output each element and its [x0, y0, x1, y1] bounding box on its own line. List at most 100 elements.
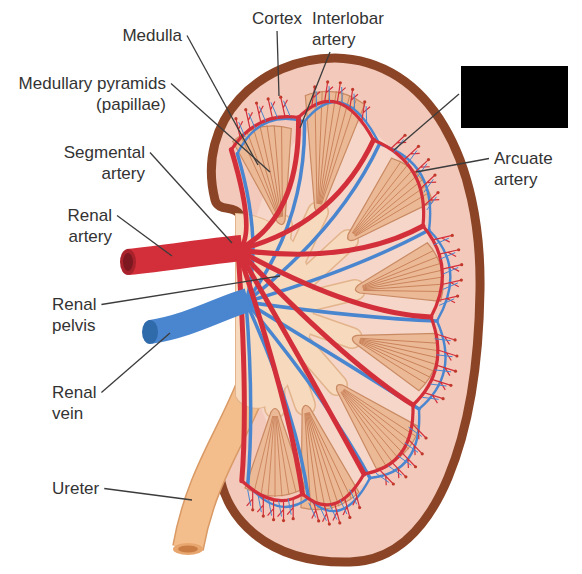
interlobular-vein [376, 473, 389, 482]
glomerulus-dot [433, 173, 436, 176]
glomerulus-dot [326, 80, 329, 83]
interlobular-vein [279, 501, 282, 517]
interlobular-artery [337, 83, 345, 103]
interlobular-vein [427, 197, 437, 210]
ureter-lumen [178, 546, 198, 553]
leader-line [101, 276, 280, 305]
part-label: Renal artery [50, 205, 112, 247]
interlobular-vein [430, 384, 446, 386]
arcuate-artery [374, 140, 424, 226]
glomerulus-dot [351, 88, 354, 91]
glomerulus-dot [417, 145, 420, 148]
interlobular-vein [248, 490, 251, 506]
part-label: Interlobar artery [312, 8, 404, 50]
kidney-capsule [211, 58, 480, 562]
arcuate-vein [305, 102, 380, 144]
glomerulus-dot [328, 523, 331, 526]
glomerulus-dot [338, 521, 341, 524]
interlobular-vein [424, 179, 434, 192]
renal-artery-lumen [123, 253, 133, 271]
redaction-box [461, 66, 568, 128]
glomerulus-dot [392, 482, 395, 485]
interlobular-artery [247, 490, 253, 510]
arcuate-artery [242, 481, 303, 501]
glomerulus-dot [414, 465, 417, 468]
interlobular-vein [330, 505, 337, 520]
leader-line [416, 159, 489, 173]
interlobular-vein [340, 499, 347, 514]
interlobular-vein [271, 102, 277, 117]
interlobular-vein [269, 500, 272, 516]
ureter-end [173, 543, 203, 555]
medullary-pyramid [288, 88, 365, 216]
part-label: Ureter [52, 478, 122, 499]
interlobular-vein [259, 107, 265, 122]
glomerulus-dot [262, 515, 265, 518]
glomerulus-dot [251, 508, 254, 511]
glomerulus-dot [451, 234, 454, 237]
interlobar-artery [238, 250, 364, 474]
leader-line [117, 216, 172, 257]
pyramid-striation [360, 340, 437, 364]
glomerulus-dot [460, 278, 463, 281]
glomerulus-dot [449, 384, 452, 387]
interlobular-vein [443, 283, 458, 289]
glomerulus-dot [441, 397, 444, 400]
glomerulus-dot [424, 436, 427, 439]
pyramid-striation [333, 392, 402, 463]
pyramid-striation [361, 263, 442, 287]
glomerulus-dot [255, 101, 258, 104]
interlobular-vein [409, 427, 422, 436]
pyramid-striation [308, 409, 345, 506]
interlobular-artery [362, 102, 370, 122]
arcuate-artery [364, 405, 413, 474]
glomerulus-dot [453, 338, 456, 341]
interlobar-artery [238, 226, 423, 254]
interlobular-vein [440, 253, 455, 259]
leader-line [171, 84, 270, 173]
interlobular-vein [436, 355, 452, 357]
interlobar-artery [238, 250, 244, 481]
interlobar-artery [231, 150, 246, 250]
glomerulus-dot [292, 517, 295, 520]
pyramid-striation [309, 407, 351, 503]
interlobar-artery [238, 250, 431, 317]
interlobular-artery [278, 501, 284, 521]
interlobar-artery [238, 140, 374, 250]
pyramid-striation [360, 320, 438, 361]
pyramid-striation [360, 327, 439, 362]
interlobular-vein [398, 456, 411, 465]
arcuate-artery [413, 317, 438, 405]
glomerulus-dot [454, 370, 457, 373]
part-label: Medullary pyramids (papillae) [6, 73, 166, 115]
pyramid-striation [340, 162, 414, 233]
interlobular-vein [329, 86, 331, 102]
interlobar-artery [238, 250, 303, 494]
part-label: Medulla [100, 25, 182, 46]
interlobular-artery [325, 82, 333, 102]
interlobular-artery [350, 89, 358, 109]
pyramid-striation [344, 376, 416, 449]
leader-line [277, 31, 279, 96]
glomerulus-dot [403, 134, 406, 137]
glomerulus-dot [348, 516, 351, 519]
interlobular-vein [288, 499, 291, 515]
glomerulus-dot [404, 475, 407, 478]
interlobular-vein [316, 91, 318, 107]
interlobular-artery [268, 500, 274, 520]
glomerulus-dot [244, 108, 247, 111]
pyramid-striation [321, 94, 350, 207]
pyramid-striation [275, 416, 276, 497]
arcuate-vein [429, 230, 450, 321]
pyramid-striation [344, 381, 413, 452]
leader-line [104, 489, 192, 501]
glomerulus-dot [363, 100, 366, 103]
pyramid-striation [308, 411, 339, 508]
glomerulus-dot [456, 294, 459, 297]
pyramid-striation [358, 251, 437, 286]
interlobular-vein [284, 101, 290, 116]
interlobular-vein [434, 238, 449, 244]
part-label: Cortex [252, 8, 322, 29]
arcuate-artery [423, 226, 442, 317]
medullary-pyramid [328, 153, 439, 262]
